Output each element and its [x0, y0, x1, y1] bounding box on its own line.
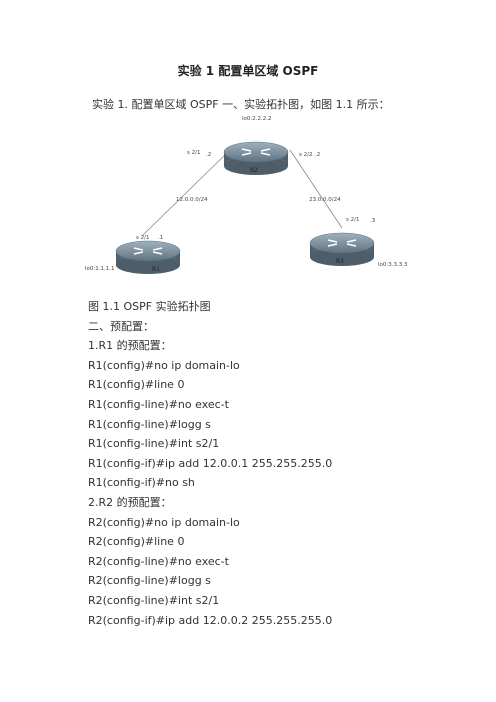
document-title: 实验 1 配置单区域 OSPF	[177, 64, 319, 78]
config-line: R1(config-if)#no sh	[88, 476, 195, 490]
r2-s21-label: s 2/1	[187, 150, 200, 156]
section-heading: 二、预配置：	[88, 319, 154, 333]
config-line: R2(config)#line 0	[88, 535, 185, 549]
config-line: R1(config-if)#ip add 12.0.0.1 255.255.25…	[88, 456, 333, 470]
intro-paragraph: 实验 1. 配置单区域 OSPF 一、实验拓扑图，如图 1.1 所示：	[92, 98, 390, 111]
net-left-label: 12.0.0.0/24	[176, 197, 208, 203]
subsection-heading: 1.R1 的预配置：	[88, 339, 172, 353]
router-r3: R3	[309, 232, 375, 266]
config-line: R1(config)#no ip domain-lo	[88, 358, 240, 372]
document-body: 图 1.1 OSPF 实验拓扑图 二、预配置： 1.R1 的预配置： R1(co…	[88, 297, 332, 630]
link-r2-r3	[289, 149, 343, 229]
r2-s22-label: s 2/2	[299, 152, 312, 158]
r2-label: R2	[250, 167, 258, 174]
r1-loopback-label: lo0:1.1.1.1	[85, 266, 115, 272]
r3-s21-ip: .3	[370, 218, 376, 224]
config-line: R1(config-line)#int s2/1	[88, 437, 220, 451]
link-r1-r2	[141, 149, 231, 237]
subsection-heading: 2.R2 的预配置：	[88, 495, 172, 509]
config-line: R2(config-line)#no exec-t	[88, 554, 229, 568]
router-r2: R2	[223, 141, 289, 175]
config-line: R1(config-line)#logg s	[88, 417, 211, 431]
router-r1: R1	[115, 240, 181, 274]
r1-s21-label: s 2/1	[136, 235, 149, 241]
topology-diagram: R2 R1 R3 lo0:2.2.2.2 s 2/1 .2 s 2/2 .2 1…	[85, 116, 408, 274]
config-line: R2(config-if)#ip add 12.0.0.2 255.255.25…	[88, 613, 333, 627]
config-line: R2(config-line)#int s2/1	[88, 593, 220, 607]
r3-label: R3	[336, 258, 344, 265]
config-line: R1(config)#line 0	[88, 378, 185, 392]
config-line: R1(config-line)#no exec-t	[88, 397, 229, 411]
r2-loopback-label: lo0:2.2.2.2	[242, 116, 272, 122]
r2-s22-ip: .2	[315, 152, 320, 158]
net-right-label: 23.0.0.0/24	[309, 197, 341, 203]
r1-s21-ip: .1	[158, 235, 163, 241]
config-line: R2(config)#no ip domain-lo	[88, 515, 240, 529]
r1-label: R1	[152, 266, 160, 273]
figure-caption: 图 1.1 OSPF 实验拓扑图	[88, 300, 211, 313]
r2-s21-ip: .2	[206, 152, 211, 158]
r3-s21-label: s 2/1	[346, 217, 359, 223]
config-line: R2(config-line)#logg s	[88, 574, 211, 588]
r3-loopback-label: lo0:3.3.3.3	[378, 262, 408, 268]
